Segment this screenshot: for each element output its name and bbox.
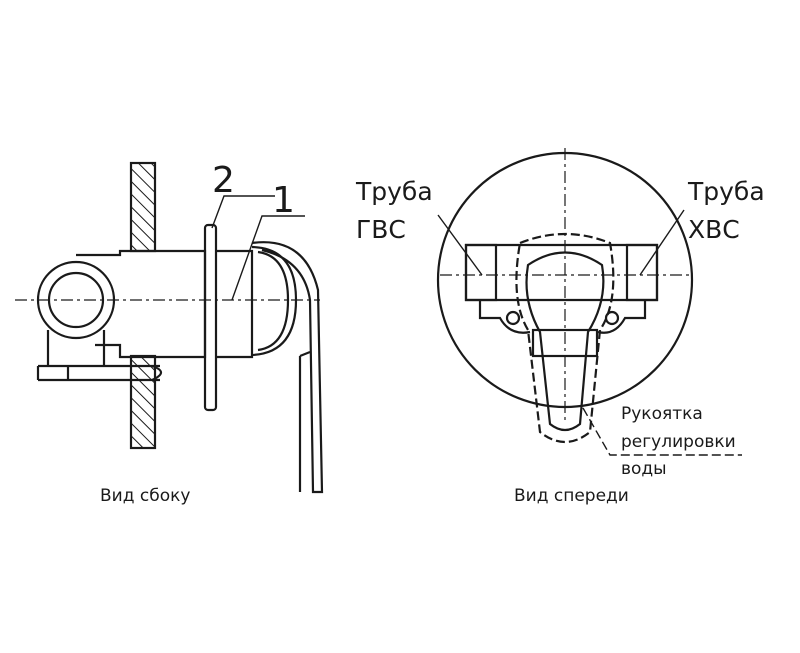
handle-note-line2: регулировки <box>621 432 736 452</box>
callout-1: 1 <box>272 180 295 221</box>
mount-hole-right <box>604 310 620 326</box>
hot-pipe-label-line2: ГВС <box>356 215 406 244</box>
front-view-caption: Вид спереди <box>514 486 629 506</box>
wall-lower-section <box>129 354 157 450</box>
side-view-caption: Вид сбоку <box>100 486 190 506</box>
clamp-hook <box>151 364 163 382</box>
handle-note-line1: Рукоятка <box>621 404 703 424</box>
mount-hole-left <box>505 310 521 326</box>
leader-1 <box>231 215 305 301</box>
handle-inner-outline <box>525 251 605 432</box>
cold-pipe-label-line1: Труба <box>687 177 765 206</box>
side-view <box>15 161 324 494</box>
pipe-drop <box>46 330 106 366</box>
leader-hot-pipe <box>437 214 483 276</box>
mounting-ears <box>478 300 647 334</box>
front-view <box>436 148 742 456</box>
leader-cold-pipe <box>639 209 685 276</box>
decorative-plate <box>203 223 218 412</box>
hot-pipe-label-line1: Труба <box>355 177 433 206</box>
leader-handle <box>582 407 742 456</box>
cartridge-front <box>531 328 599 358</box>
wall-upper-section <box>129 161 157 253</box>
lever-stem <box>298 350 311 492</box>
cold-port <box>625 243 659 302</box>
lever-handle <box>251 241 324 494</box>
cold-pipe-label-line2: ХВС <box>688 215 740 244</box>
callout-2: 2 <box>212 160 235 201</box>
mounting-clamp <box>36 364 160 382</box>
handle-note-line3: воды <box>621 459 667 479</box>
leader-2 <box>211 195 275 229</box>
cartridge-housing <box>216 249 254 359</box>
